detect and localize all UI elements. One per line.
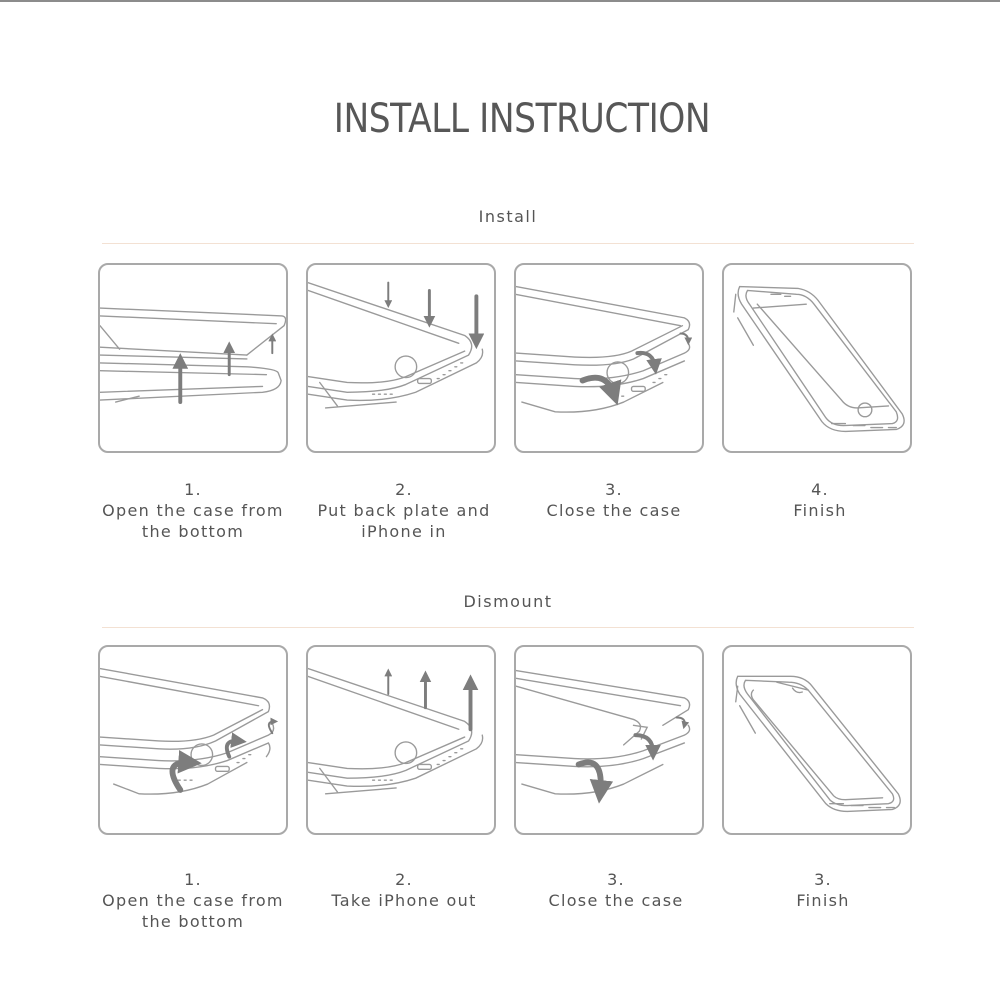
- install-step-1-caption: 1. Open the case from the bottom: [88, 479, 298, 542]
- install-step-4-caption: 4. Finish: [715, 479, 925, 521]
- step-number: 4.: [811, 480, 829, 499]
- install-step-2-illustration: [306, 263, 496, 453]
- step-text: Open the case from the bottom: [102, 501, 284, 541]
- step-text: Take iPhone out: [331, 891, 477, 910]
- top-divider: [0, 0, 1000, 2]
- section-divider: [102, 627, 914, 628]
- dismount-step-1-caption: 1. Open the case from the bottom: [88, 869, 298, 932]
- step-number: 2.: [395, 870, 413, 889]
- step-text: Finish: [796, 891, 850, 910]
- page-title: INSTALL INSTRUCTION: [333, 96, 711, 142]
- install-step-1-illustration: [98, 263, 288, 453]
- install-step-4-illustration: [722, 263, 912, 453]
- step-text: Put back plate and iPhone in: [317, 501, 491, 541]
- step-text: Finish: [793, 501, 847, 520]
- step-text: Close the case: [546, 501, 682, 520]
- install-section-title: Install: [478, 207, 538, 226]
- dismount-step-2-illustration: [306, 645, 496, 835]
- step-text: Open the case from the bottom: [102, 891, 284, 931]
- install-step-2-caption: 2. Put back plate and iPhone in: [299, 479, 509, 542]
- step-number: 3.: [814, 870, 832, 889]
- install-step-3-illustration: [514, 263, 704, 453]
- step-number: 3.: [605, 480, 623, 499]
- dismount-section-title: Dismount: [463, 592, 553, 611]
- dismount-step-3-illustration: [514, 645, 704, 835]
- dismount-step-3-caption: 3. Close the case: [511, 869, 721, 911]
- step-number: 2.: [395, 480, 413, 499]
- install-step-3-caption: 3. Close the case: [509, 479, 719, 521]
- step-number: 1.: [184, 870, 202, 889]
- dismount-step-1-illustration: [98, 645, 288, 835]
- section-divider: [102, 243, 914, 244]
- dismount-step-2-caption: 2. Take iPhone out: [299, 869, 509, 911]
- dismount-step-4-illustration: [722, 645, 912, 835]
- step-number: 1.: [184, 480, 202, 499]
- dismount-step-4-caption: 3. Finish: [718, 869, 928, 911]
- step-number: 3.: [607, 870, 625, 889]
- step-text: Close the case: [548, 891, 684, 910]
